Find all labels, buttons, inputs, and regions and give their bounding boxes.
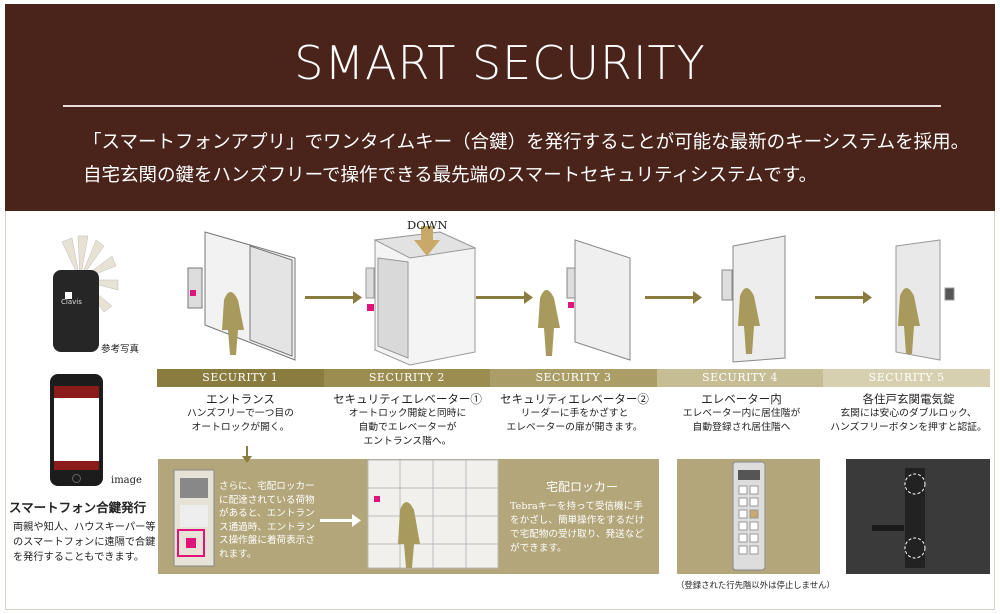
elevator-stop-note: （登録された行先階以外は停止しません） (676, 580, 835, 590)
down-label: DOWN (407, 218, 448, 232)
step-3-desc-1: リーダーに手をかざすと (520, 408, 629, 419)
step-2-desc-1: オートロック開錠と同時に (348, 408, 467, 419)
phone-screen (54, 386, 99, 470)
elevator-keypad-illustration (732, 461, 766, 571)
delivery-locker-illustration (367, 459, 499, 569)
band-security-1: SECURITY 1 (157, 369, 324, 387)
step-3-title: セキュリティエレベーター② (500, 392, 649, 406)
reference-photo-caption: 参考写真 (101, 344, 140, 355)
locker-arrival-note: さらに、宅配ロッカーに配達されている荷物があると、エントランス通過時、エントラン… (219, 481, 315, 560)
step-1-desc-1: ハンズフリーで一つ目の (187, 408, 294, 419)
flow-arrows (305, 291, 872, 304)
security-bands: SECURITY 1 SECURITY 2 SECURITY 3 SECURIT… (157, 369, 990, 387)
down-arrow (242, 446, 252, 463)
title-divider (63, 105, 941, 107)
step-2-desc-3: エントランス階へ。 (363, 436, 452, 447)
step-1-title: エントランス (206, 392, 275, 406)
step-5-desc-2: ハンズフリーボタンを押すと認証。 (830, 422, 987, 433)
key-fob-image: Clavis (53, 270, 99, 352)
elevator-scene (365, 226, 477, 366)
smartphone-key-description: 両親や知人、ハウスキーパー等のスマートフォンに遠隔で合鍵を発行することもできます… (13, 522, 156, 563)
header-banner: SMART SECURITY 「スマートフォンアプリ」でワンタイムキー（合鍵）を… (5, 4, 995, 211)
step-4-desc-2: 自動登録され居住階へ (692, 422, 791, 433)
intro-line-2: 自宅玄関の鍵をハンズフリーで操作できる最先端のスマートセキュリティシステムです。 (83, 165, 818, 186)
band-security-2: SECURITY 2 (323, 369, 491, 387)
home-button-icon (72, 474, 81, 483)
step-5-title: 各住戸玄関電気錠 (862, 392, 955, 406)
fob-logo: Clavis (61, 298, 82, 306)
step-5-desc-1: 玄関には安心のダブルロック、 (840, 408, 977, 419)
entrance-scene (187, 231, 296, 361)
entrance-panel-illustration (173, 469, 215, 567)
image-caption: image (111, 475, 142, 486)
locker-arrow (320, 514, 361, 527)
band-security-5: SECURITY 5 (823, 369, 990, 387)
elevator-interior-scene (721, 235, 786, 363)
security-elevator-scene (538, 239, 631, 361)
page-title: SMART SECURITY (294, 36, 706, 90)
band-security-4: SECURITY 4 (656, 369, 824, 387)
smartphone-image (50, 374, 103, 486)
fob-square-icon (65, 292, 72, 299)
intro-line-1: 「スマートフォンアプリ」でワンタイムキー（合鍵）を発行することが可能な最新のキー… (83, 132, 970, 153)
band-security-3: SECURITY 3 (490, 369, 657, 387)
front-door-scene (895, 239, 955, 361)
step-2-desc-2: 自動でエレベーターが (358, 422, 457, 433)
door-lock-illustration (872, 468, 926, 568)
step-3-desc-2: エレベーターの扉が開きます。 (506, 422, 643, 433)
locker-title: 宅配ロッカー (546, 480, 619, 494)
step-2-title: セキュリティエレベーター① (333, 392, 482, 406)
smartphone-key-title: スマートフォン合鍵発行 (9, 500, 147, 515)
step-4-title: エレベーター内 (701, 392, 782, 406)
step-4-desc-1: エレベーター内に居住階が (682, 408, 801, 419)
content-frame (5, 211, 995, 610)
locker-description: Tebraキーを持って受信機に手をかざし、簡単操作をするだけで宅配物の受け取り、… (510, 501, 645, 554)
step-1-desc-2: オートロックが開く。 (191, 422, 290, 433)
